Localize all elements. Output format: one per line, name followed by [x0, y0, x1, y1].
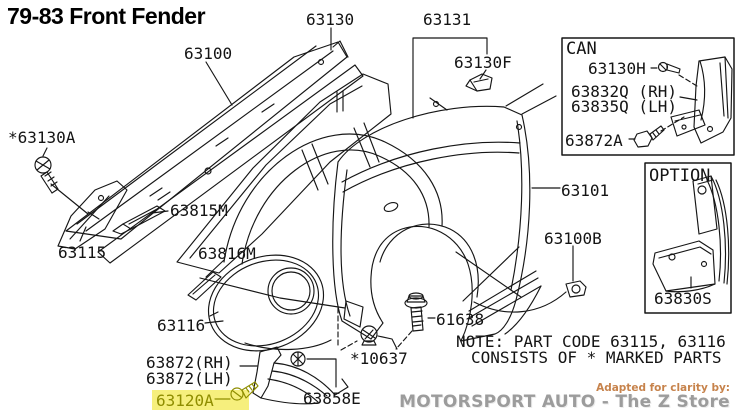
label-63101: 63101 [561, 181, 610, 200]
hood-ledge-63100-drawing [66, 41, 363, 263]
headlamp-housing-63116-drawing [194, 239, 337, 367]
label-63130a: *63130A [8, 128, 76, 147]
note-line-1: NOTE: PART CODE 63115, 63116 [456, 332, 726, 351]
label-61638: 61638 [436, 310, 485, 329]
adapted-credit-text: Adapted for clarity by: [596, 382, 730, 394]
label-63872lh: 63872(LH) [146, 369, 233, 388]
label-63858e: 63858E [303, 389, 361, 408]
store-brand-text: MOTORSPORT AUTO - The Z Store [399, 392, 730, 412]
wheelhouse-63131-drawing [177, 74, 447, 308]
can-box-drawing [562, 38, 734, 155]
mud-flap-63830s-drawing [653, 176, 729, 292]
label-63130f: 63130F [454, 53, 512, 72]
label-63100b: 63100B [544, 229, 602, 248]
label-63832q: 63832Q (RH) [571, 82, 677, 101]
fender-63101-drawing [333, 84, 556, 341]
label-63131: 63131 [423, 10, 472, 29]
bracket-63872-drawing [253, 347, 348, 404]
label-63130: 63130 [306, 10, 355, 29]
screw-63120a-icon [215, 382, 258, 400]
label-63816m: 63816M [198, 244, 256, 263]
highlight-band-63120a [152, 390, 249, 410]
option-box-drawing [645, 163, 731, 313]
bolt-61638-icon [405, 293, 427, 331]
label-63130h: 63130H [588, 59, 646, 78]
label-63115: 63115 [58, 243, 107, 262]
bracket-63816m-icon [188, 272, 221, 300]
page-title: 79-83 Front Fender [7, 3, 206, 29]
clip-63130f-icon [466, 74, 492, 91]
clip-63100b-icon [474, 281, 586, 312]
label-63100: 63100 [184, 44, 233, 63]
screw-63130h-icon [651, 63, 680, 74]
can-box-title: CAN [566, 39, 597, 59]
option-box-title: OPTION [649, 166, 711, 186]
label-63872rh: 63872(RH) [146, 353, 233, 372]
bolt-63872a-icon [629, 126, 664, 147]
label-63830s: 63830S [654, 289, 712, 308]
grommet-10637-icon [361, 326, 377, 345]
label-63116: 63116 [157, 316, 206, 335]
label-63120a-highlighted: 63120A [156, 391, 214, 410]
dashed-lines [338, 75, 697, 350]
label-10637: *10637 [350, 349, 408, 368]
cowl-side-63115-drawing [58, 181, 127, 249]
label-63835q: 63835Q (LH) [571, 97, 677, 116]
note-line-2: CONSISTS OF * MARKED PARTS [471, 348, 722, 367]
label-63815m: 63815M [170, 201, 228, 220]
clip-63858e-icon [291, 352, 305, 366]
leader-lines [43, 28, 573, 387]
label-63872a: 63872A [565, 131, 623, 150]
